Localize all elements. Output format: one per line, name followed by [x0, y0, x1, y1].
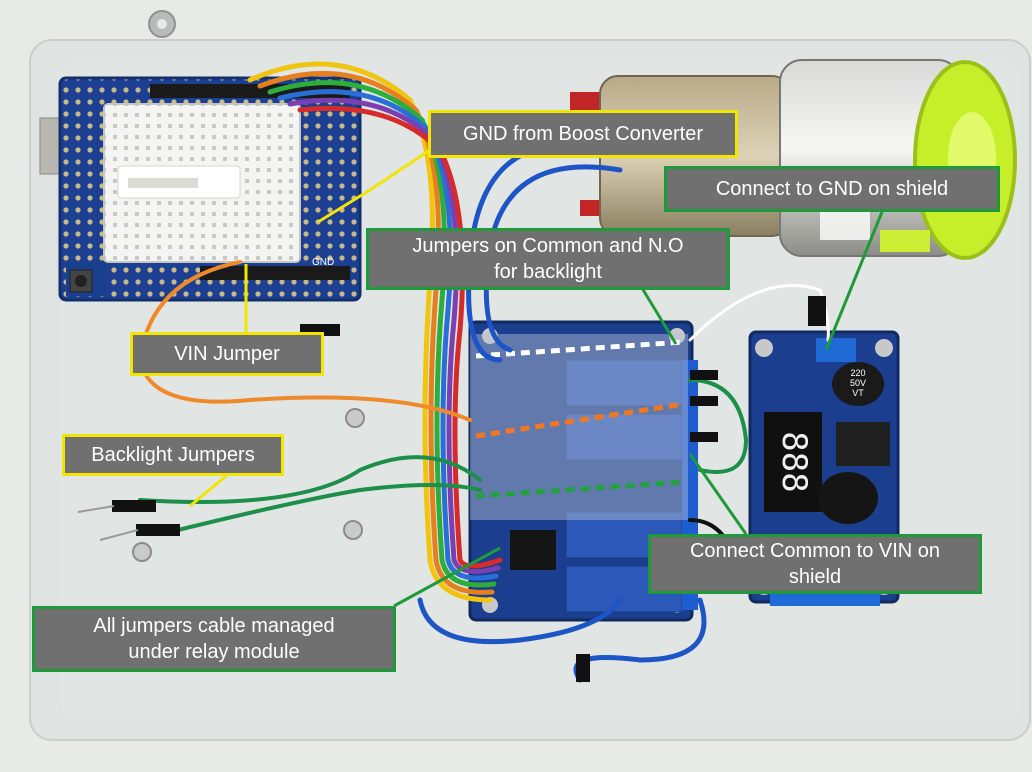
callout-vin-jumper-text: VIN Jumper: [174, 343, 280, 365]
callout-backlight-jumpers: Backlight Jumpers: [62, 434, 284, 476]
callout-gnd-shield: Connect to GND on shield: [664, 166, 1000, 212]
callout-common-vin-text: Connect Common to VIN on shield: [689, 540, 941, 588]
callout-gnd-boost-text: GND from Boost Converter: [462, 123, 704, 145]
callout-backlight-jumpers-text: Backlight Jumpers: [91, 444, 255, 466]
callout-jumpers-common: Jumpers on Common and N.O for backlight: [366, 228, 730, 290]
callout-gnd-boost: GND from Boost Converter: [428, 110, 738, 158]
callout-common-vin: Connect Common to VIN on shield: [648, 534, 982, 594]
callout-cable-managed-text: All jumpers cable managed under relay mo…: [93, 615, 335, 663]
callout-jumpers-common-text: Jumpers on Common and N.O for backlight: [412, 235, 684, 283]
shield-gnd-label: GND: [312, 257, 334, 268]
led-display: 888: [774, 431, 814, 492]
callout-vin-jumper: VIN Jumper: [130, 332, 324, 376]
callout-cable-managed: All jumpers cable managed under relay mo…: [32, 606, 396, 672]
callout-gnd-shield-text: Connect to GND on shield: [715, 178, 949, 200]
